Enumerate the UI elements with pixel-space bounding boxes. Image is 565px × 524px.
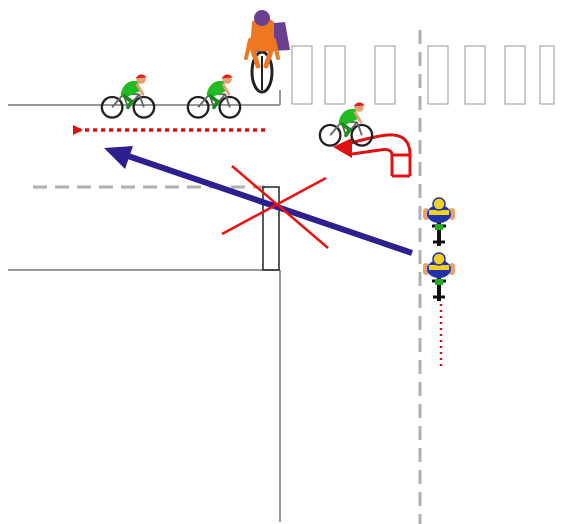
crosswalk-stripe (539, 45, 555, 105)
cyclist-green-icon (186, 72, 242, 120)
crosswalk-stripe (464, 45, 486, 105)
crosswalk-stripe (427, 45, 449, 105)
crosswalk-stripe (291, 45, 313, 105)
cyclist-orange-purple-icon (244, 10, 290, 94)
cyclist-topdown-icon (423, 198, 455, 246)
stop-post (262, 186, 280, 271)
blue-arrow-icon (104, 146, 413, 256)
u-turn-arrow-icon (333, 133, 412, 178)
road-edges (8, 90, 281, 522)
crosswalk-stripe (324, 45, 346, 105)
red-x-icon (221, 165, 329, 249)
cyclist-topdown-icon (423, 253, 455, 301)
crosswalk (291, 45, 555, 105)
cyclist-green-icon (100, 72, 156, 120)
crosswalk-stripe (374, 45, 396, 105)
crosswalk-stripe (504, 45, 526, 105)
